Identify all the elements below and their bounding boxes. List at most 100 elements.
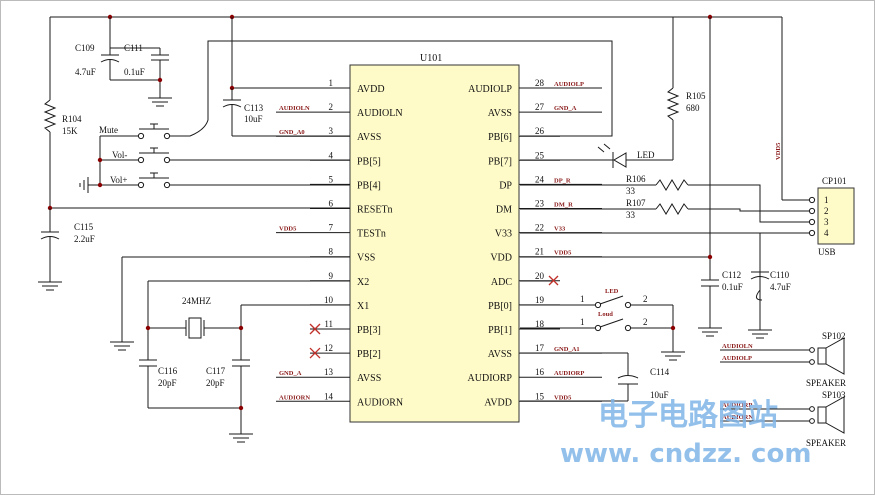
u101-pin-name: X1 [357,301,369,312]
u101-pin-net-label: GND_A1 [554,346,580,353]
u101-pin-number: 8 [329,247,334,257]
sp103-ref: SP103 [822,390,846,400]
c113-value: 10uF [244,114,263,124]
u101-pin-number: 5 [329,174,334,184]
ground-symbol [748,329,772,339]
u101-pin-number: 7 [329,223,334,233]
c112-value: 0.1uF [722,282,743,292]
u101-pin-number: 2 [329,102,334,112]
u101-pin-number: 14 [324,391,334,401]
junction [670,325,676,331]
c117-ref: C117 [206,366,226,376]
sp102-net-1: AUDIOLN [722,343,753,350]
u101-pin-number: 9 [329,271,334,281]
vol-plus-label: Vol+ [110,175,127,185]
u101-pin-net-label: AUDIORN [279,394,310,401]
u101-pin-number: 22 [535,223,544,233]
u101-pin-number: 20 [535,271,545,281]
u101-pin-name: DP [499,180,512,191]
dp-to-usb [688,184,810,223]
sp102-ref: SP102 [822,331,846,341]
junction [97,157,103,163]
u101-pin-name: PB[4] [357,180,381,191]
u101-pin-name: ADC [491,277,512,288]
mute-switch[interactable] [100,40,613,140]
r105-ref: R105 [686,91,706,101]
usb-pin-number: 4 [824,228,829,238]
junction [238,405,244,411]
no-connect-mark [309,347,321,359]
loud-toggle-switch[interactable] [520,318,673,332]
c111-value: 0.1uF [124,67,145,77]
watermark-chinese: 电子电路图站 [598,398,778,433]
r104-ref: R104 [62,114,82,124]
u101-pin-net-label: AUDIOLN [279,105,310,112]
u101-pin-name: AUDIOLP [468,84,512,95]
vol-plus-switch[interactable] [137,172,350,189]
u101-pin-net-label: VDD5 [554,250,572,257]
u101-pin-net-label: GND_A [554,105,577,112]
c110-value: 4.7uF [770,282,791,292]
no-connect-mark [309,323,321,335]
u101-pin-number: 23 [535,199,545,209]
loud-switch-pin1: 1 [580,317,585,327]
u101-pin-name: TESTn [357,229,386,240]
junction [238,325,244,331]
sp103-label: SPEAKER [806,438,846,448]
u101-pin-number: 13 [324,367,334,377]
u101-pin-number: 28 [535,78,545,88]
sp103-speaker-icon [809,396,845,434]
u101-pin-name: AUDIOLN [357,108,403,119]
c115-plate-curved [40,236,60,240]
u101-pin-number: 12 [324,343,333,353]
loud-switch-pin2: 2 [643,317,648,327]
u101-pin-name: RESETn [357,205,393,216]
led-switch-pin2: 2 [643,294,648,304]
u101-pin-number: 3 [329,126,334,136]
u101-pin-name: PB[3] [357,325,381,336]
sp102-net-2: AUDIOLP [722,355,752,362]
c109-plate-curved [100,59,120,63]
u101-pin-number: 6 [329,199,334,209]
u101-ref: U101 [420,53,442,64]
u101-pin-name: AVSS [488,349,512,360]
u101-pin-name: VDD [490,253,512,264]
u101-pin-net-label: VDD5 [279,226,297,233]
u101-pin-name: PB[6] [488,132,512,143]
no-connect-mark [548,275,559,286]
u101-pin-name: X2 [357,277,369,288]
u101-pin-number: 10 [324,295,334,305]
c111-ref: C111 [124,43,143,53]
usb-pin [808,218,816,226]
led-toggle-switch[interactable] [520,295,661,309]
sp103-net-2: AUDIORN [722,414,753,421]
led-diode [597,143,627,168]
sp102-speaker-icon [809,337,845,375]
cp101-label: USB [818,247,836,257]
r105-value: 680 [686,103,700,113]
r106-ref: R106 [626,174,646,184]
u101-pin-name: V33 [495,229,512,240]
led-label: LED [637,150,655,160]
u101-pin-net-label: V33 [554,226,566,233]
junction [157,77,163,83]
c113-ref: C113 [244,103,264,113]
vol-minus-label: Vol- [112,150,127,160]
usb-pin [808,229,816,237]
u101-pin-net-label: VDD5 [554,394,572,401]
r107-resistor [655,203,689,215]
cp101-ref: CP101 [822,176,847,186]
u101-pin-name: PB[5] [357,156,381,167]
u101-pin-net-label: AUDIORP [554,370,584,377]
c116-ref: C116 [158,366,178,376]
u101-pin-number: 18 [535,319,545,329]
c113-plate-curved [222,104,242,108]
u101-pin-name: PB[0] [488,301,512,312]
u101-chip-body [349,64,520,423]
u101-pin-number: 11 [324,319,333,329]
u101-pin-number: 26 [535,126,545,136]
cp101-usb-connector [817,187,855,245]
ground-symbol [698,327,722,337]
